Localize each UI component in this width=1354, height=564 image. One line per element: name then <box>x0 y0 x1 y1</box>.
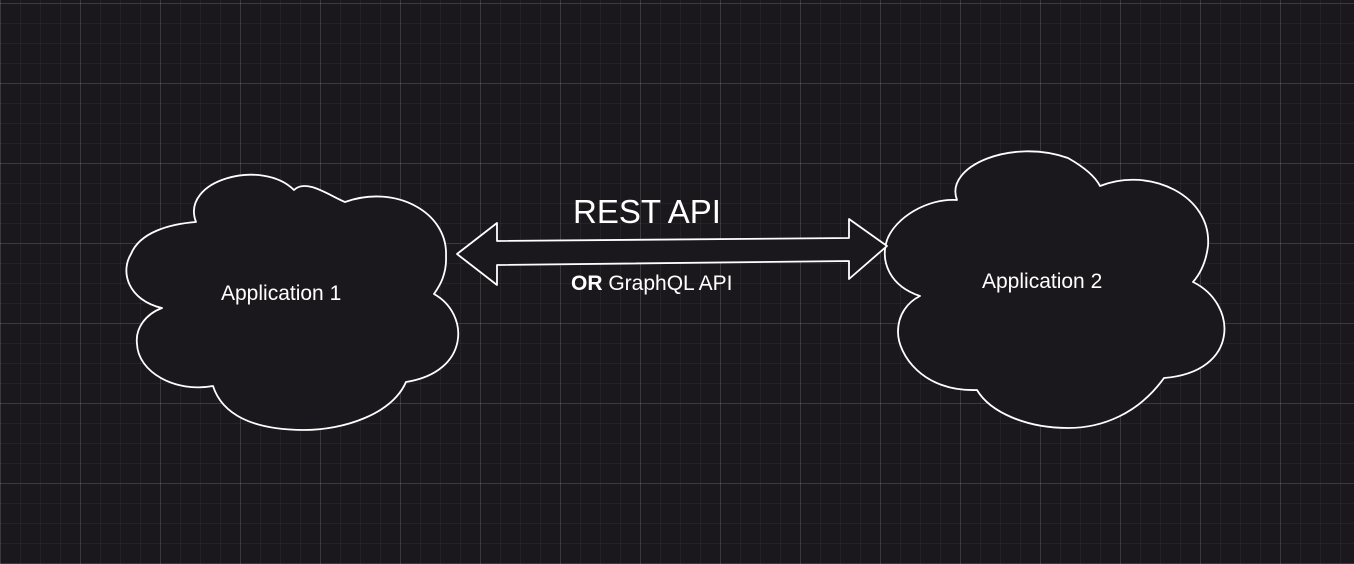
cloud-application-2[interactable] <box>883 150 1226 429</box>
application-1-label: Application 1 <box>221 282 342 305</box>
graphql-api-text: GraphQL API <box>602 272 733 295</box>
application-2-label: Application 2 <box>982 270 1103 293</box>
rest-api-label: REST API <box>573 193 721 230</box>
or-keyword: OR <box>571 272 603 295</box>
graphql-api-label: OR GraphQL API <box>571 272 732 296</box>
cloud-application-1[interactable] <box>125 173 459 431</box>
double-arrow-connector[interactable] <box>456 218 888 286</box>
